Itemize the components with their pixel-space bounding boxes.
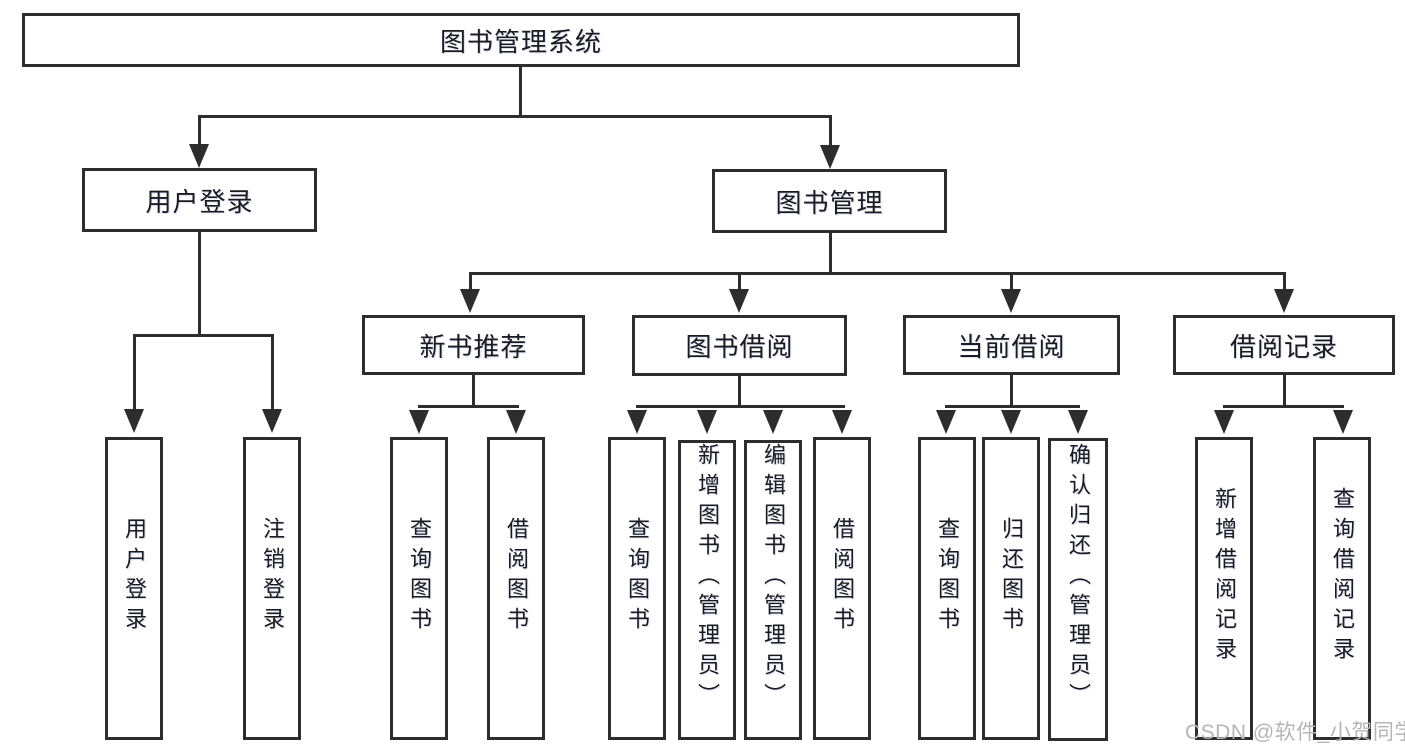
arrowhead-down-icon <box>1068 410 1088 434</box>
arrowhead-down-icon <box>1333 410 1353 434</box>
leaf-logout-label: 注销登录 <box>260 516 285 637</box>
arrowhead-down-icon <box>506 410 526 434</box>
connector-line <box>636 405 845 408</box>
leaf-return-books: 归还图书 <box>982 437 1040 740</box>
node-current-borrow-label: 当前借阅 <box>957 331 1066 362</box>
connector-line <box>829 233 832 274</box>
leaf-query-books-borrow-label: 查询图书 <box>625 516 650 637</box>
connector-line <box>198 115 832 118</box>
leaf-query-books-current: 查询图书 <box>918 437 976 740</box>
leaf-borrow-books-recommend: 借阅图书 <box>487 437 545 740</box>
leaf-borrow-books: 借阅图书 <box>813 437 871 740</box>
node-book-management-label: 图书管理 <box>775 187 884 218</box>
leaf-add-borrow-record-label: 新增借阅记录 <box>1212 486 1237 667</box>
arrowhead-down-icon <box>189 144 209 168</box>
arrowhead-down-icon <box>832 410 852 434</box>
arrowhead-down-icon <box>1001 410 1021 434</box>
leaf-user-login-label: 用户登录 <box>122 516 147 637</box>
leaf-add-books-admin: 新增图书（管理员） <box>678 440 736 740</box>
node-book-borrow-label: 图书借阅 <box>685 332 794 362</box>
connector-line <box>1010 275 1013 290</box>
connector-line <box>133 337 136 410</box>
node-book-management: 图书管理 <box>712 169 947 233</box>
arrowhead-down-icon <box>1001 289 1021 313</box>
leaf-query-books-borrow: 查询图书 <box>608 437 666 740</box>
node-user-login-label: 用户登录 <box>145 186 254 217</box>
connector-line <box>133 334 274 337</box>
node-book-borrow: 图书借阅 <box>632 315 847 376</box>
node-new-book-recommend: 新书推荐 <box>362 315 585 375</box>
connector-line <box>738 275 741 290</box>
arrowhead-down-icon <box>409 410 429 434</box>
connector-line <box>472 375 475 408</box>
leaf-query-borrow-record: 查询借阅记录 <box>1313 437 1371 740</box>
connector-line <box>829 118 832 148</box>
arrowhead-down-icon <box>936 410 956 434</box>
leaf-edit-books-admin-label: 编辑图书（管理员） <box>761 443 786 713</box>
connector-line <box>1010 375 1013 408</box>
connector-line <box>198 232 201 336</box>
connector-line <box>1223 405 1344 408</box>
arrowhead-down-icon <box>627 410 647 434</box>
connector-line <box>945 405 1080 408</box>
watermark: CSDN @软件_小贺同学 <box>1185 721 1405 744</box>
connector-line <box>738 376 741 408</box>
node-user-login: 用户登录 <box>82 168 317 232</box>
arrowhead-down-icon <box>820 145 840 169</box>
connector-line <box>271 337 274 410</box>
leaf-query-books-recommend: 查询图书 <box>390 437 448 740</box>
leaf-add-borrow-record: 新增借阅记录 <box>1195 437 1253 740</box>
arrowhead-down-icon <box>729 289 749 313</box>
node-root: 图书管理系统 <box>22 13 1020 67</box>
arrowhead-down-icon <box>763 410 783 434</box>
arrowhead-down-icon <box>1274 289 1294 313</box>
node-borrow-records-label: 借阅记录 <box>1229 331 1338 362</box>
leaf-borrow-books-label: 借阅图书 <box>830 516 855 637</box>
leaf-query-borrow-record-label: 查询借阅记录 <box>1330 486 1355 667</box>
leaf-borrow-books-recommend-label: 借阅图书 <box>504 516 529 637</box>
node-new-book-recommend-label: 新书推荐 <box>419 331 528 362</box>
arrowhead-down-icon <box>1214 410 1234 434</box>
arrowhead-down-icon <box>697 410 717 434</box>
leaf-user-login: 用户登录 <box>105 437 163 740</box>
connector-line <box>519 67 522 118</box>
leaf-logout: 注销登录 <box>243 437 301 740</box>
leaf-confirm-return-admin: 确认归还（管理员） <box>1048 438 1108 741</box>
connector-line <box>198 118 201 148</box>
leaf-confirm-return-admin-label: 确认归还（管理员） <box>1066 442 1091 713</box>
arrowhead-down-icon <box>262 409 282 433</box>
connector-line <box>1283 275 1286 290</box>
arrowhead-down-icon <box>124 409 144 433</box>
node-current-borrow: 当前借阅 <box>903 315 1120 375</box>
connector-line <box>418 405 519 408</box>
leaf-add-books-admin-label: 新增图书（管理员） <box>695 443 720 713</box>
node-borrow-records: 借阅记录 <box>1173 315 1395 375</box>
leaf-edit-books-admin: 编辑图书（管理员） <box>744 440 802 740</box>
connector-line <box>469 275 472 290</box>
leaf-query-books-recommend-label: 查询图书 <box>407 516 432 637</box>
leaf-return-books-label: 归还图书 <box>999 516 1024 637</box>
leaf-query-books-current-label: 查询图书 <box>935 516 960 637</box>
connector-line <box>469 272 1286 275</box>
connector-line <box>1283 375 1286 408</box>
node-root-label: 图书管理系统 <box>439 26 602 57</box>
arrowhead-down-icon <box>460 289 480 313</box>
